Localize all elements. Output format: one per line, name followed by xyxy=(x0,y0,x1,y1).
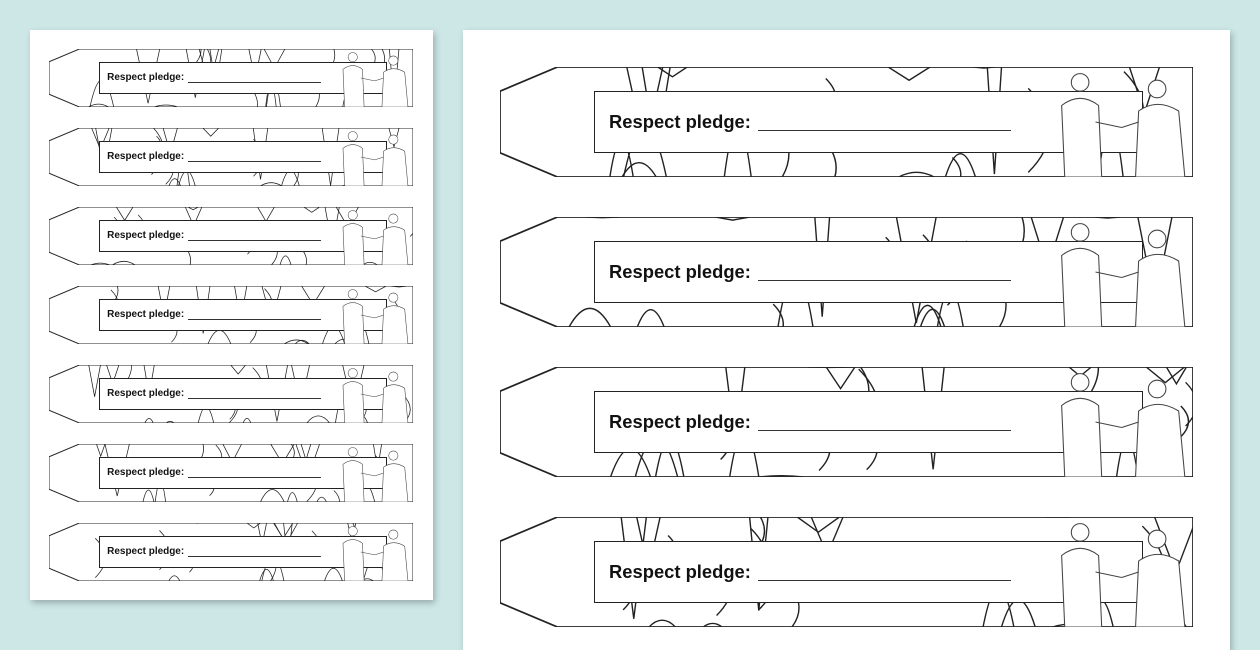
people-illustration-icon xyxy=(342,447,409,502)
people-illustration-icon xyxy=(1061,373,1186,477)
pledge-label-box: Respect pledge: xyxy=(98,140,387,174)
pledge-label-box: Respect pledge: xyxy=(98,61,387,95)
pencil-pledge-strip: Respect pledge: xyxy=(49,523,413,581)
pledge-label: Respect pledge: xyxy=(609,560,751,582)
pledge-write-line[interactable] xyxy=(187,547,321,558)
pledge-write-line[interactable] xyxy=(187,389,321,400)
pledge-write-line[interactable] xyxy=(757,413,1011,432)
people-illustration-icon xyxy=(342,131,409,186)
pledge-label: Respect pledge: xyxy=(609,410,751,432)
pledge-label-box: Respect pledge: xyxy=(98,535,387,569)
pencil-pledge-strip: Respect pledge: xyxy=(500,517,1193,627)
pledge-label: Respect pledge: xyxy=(107,230,185,242)
people-illustration-icon xyxy=(342,289,409,344)
people-illustration-icon xyxy=(342,210,409,265)
people-illustration-icon xyxy=(342,526,409,581)
pledge-label: Respect pledge: xyxy=(609,260,751,282)
small-pledge-sheet: Respect pledge: Respect pledge: Respect … xyxy=(30,30,433,600)
pledge-label-box: Respect pledge: xyxy=(594,91,1144,153)
pledge-write-line[interactable] xyxy=(757,263,1011,282)
pledge-label-box: Respect pledge: xyxy=(594,391,1144,453)
pledge-label-box: Respect pledge: xyxy=(594,541,1144,603)
pledge-label: Respect pledge: xyxy=(107,309,185,321)
pledge-label: Respect pledge: xyxy=(107,72,185,84)
pledge-label: Respect pledge: xyxy=(107,151,185,163)
pledge-label: Respect pledge: xyxy=(107,467,185,479)
pledge-write-line[interactable] xyxy=(757,563,1011,582)
pencil-pledge-strip: Respect pledge: xyxy=(500,67,1193,177)
pledge-label: Respect pledge: xyxy=(107,388,185,400)
pencil-pledge-strip: Respect pledge: xyxy=(49,49,413,107)
people-illustration-icon xyxy=(1061,523,1186,627)
pledge-label: Respect pledge: xyxy=(609,110,751,132)
pencil-pledge-strip: Respect pledge: xyxy=(49,286,413,344)
pledge-label-box: Respect pledge: xyxy=(98,298,387,332)
pledge-label-box: Respect pledge: xyxy=(594,241,1144,303)
people-illustration-icon xyxy=(342,368,409,423)
people-illustration-icon xyxy=(342,52,409,107)
pledge-label-box: Respect pledge: xyxy=(98,219,387,253)
pledge-write-line[interactable] xyxy=(187,73,321,84)
pencil-pledge-strip: Respect pledge: xyxy=(49,207,413,265)
pencil-pledge-strip: Respect pledge: xyxy=(49,365,413,423)
pledge-write-line[interactable] xyxy=(187,152,321,163)
large-pledge-sheet: Respect pledge: Respect pledge: Respect … xyxy=(463,30,1230,650)
pencil-pledge-strip: Respect pledge: xyxy=(49,128,413,186)
people-illustration-icon xyxy=(1061,223,1186,327)
people-illustration-icon xyxy=(1061,73,1186,177)
pledge-write-line[interactable] xyxy=(187,231,321,242)
pledge-write-line[interactable] xyxy=(757,113,1011,132)
pledge-label: Respect pledge: xyxy=(107,546,185,558)
pledge-write-line[interactable] xyxy=(187,468,321,479)
pledge-write-line[interactable] xyxy=(187,310,321,321)
pencil-pledge-strip: Respect pledge: xyxy=(500,367,1193,477)
pencil-pledge-strip: Respect pledge: xyxy=(49,444,413,502)
pencil-pledge-strip: Respect pledge: xyxy=(500,217,1193,327)
